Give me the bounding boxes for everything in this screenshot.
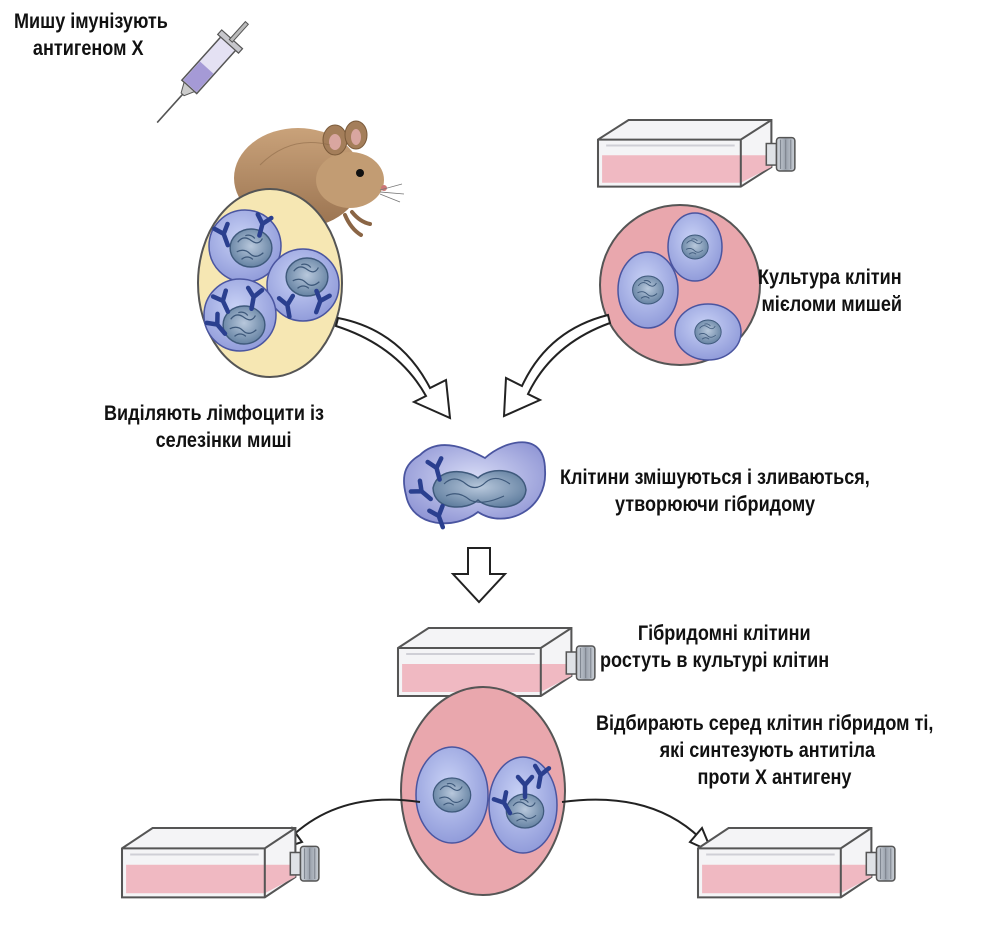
arrow-icon — [336, 315, 610, 418]
hybridoma-culture-circle — [401, 687, 565, 895]
arrow-icon — [453, 548, 505, 602]
label-selection: Відбирають серед клітин гібридом ті, які… — [596, 710, 933, 791]
label-immunize: Мишу імунізують антигеном Х — [14, 8, 168, 62]
myeloma-culture-circle — [600, 205, 760, 365]
flask-icon — [122, 828, 319, 897]
lymphocyte-cell — [204, 279, 276, 351]
hybridoma-cell — [416, 747, 488, 843]
antibody-producing-cell — [489, 757, 557, 853]
label-hybridoma-growth: Гібридомні клітини ростуть в культурі кл… — [600, 620, 829, 674]
hybridoma-fused-cell — [404, 442, 545, 529]
label-fusion: Клітини змішуються і зливаються, утворюю… — [560, 464, 870, 518]
flask-icon — [398, 628, 595, 696]
flask-icon — [598, 120, 795, 187]
label-myeloma-culture: Культура клітин мієломи мишей — [758, 264, 902, 318]
flask-icon — [698, 828, 895, 897]
lymphocyte-cell — [267, 249, 339, 321]
spleen-lymphocytes-circle — [198, 189, 342, 377]
label-isolate-lymphocytes: Виділяють лімфоцити із селезінки миші — [104, 400, 324, 454]
